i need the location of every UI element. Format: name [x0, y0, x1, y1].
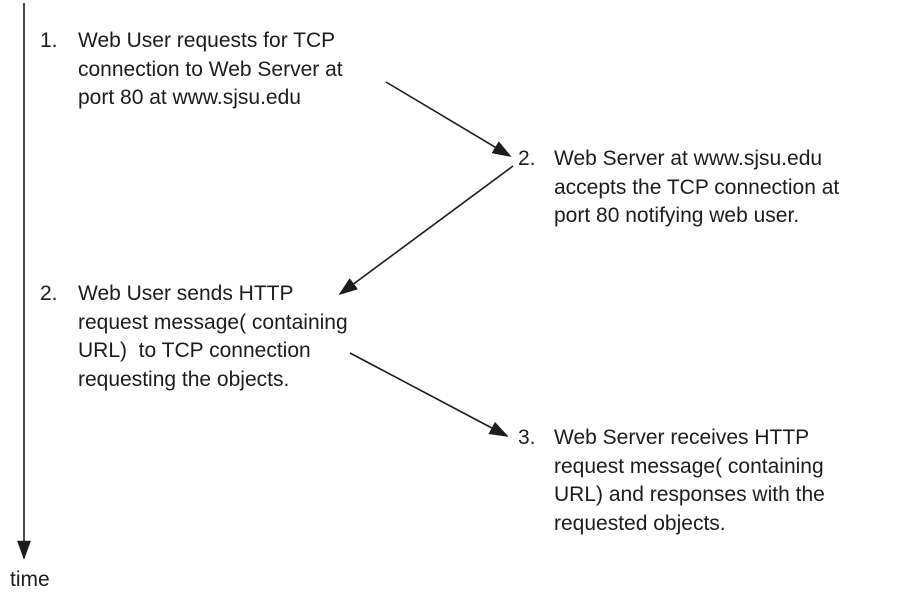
- step-3-http-response: 3. Web Server receives HTTP request mess…: [518, 424, 825, 538]
- step-text: Web User sends HTTP request message( con…: [78, 282, 348, 391]
- step-2-tcp-accept: 2. Web Server at www.sjsu.edu accepts th…: [518, 145, 839, 231]
- step-1-tcp-request: 1. Web User requests for TCP connection …: [40, 27, 343, 113]
- arrow-tcp-accept-server-to-user: [338, 165, 514, 296]
- step-number: 3.: [518, 426, 536, 449]
- time-axis-label: time: [10, 568, 50, 591]
- step-2-http-request: 2. Web User sends HTTP request message( …: [40, 280, 348, 394]
- step-number: 2.: [40, 282, 58, 305]
- step-text: Web Server receives HTTP request message…: [554, 426, 825, 535]
- step-text: Web User requests for TCP connection to …: [78, 29, 343, 109]
- step-number: 2.: [518, 147, 536, 170]
- arrow-http-request-user-to-server: [349, 352, 509, 437]
- step-number: 1.: [40, 29, 58, 52]
- arrow-tcp-request-user-to-server: [385, 81, 512, 157]
- step-text: Web Server at www.sjsu.edu accepts the T…: [554, 147, 840, 227]
